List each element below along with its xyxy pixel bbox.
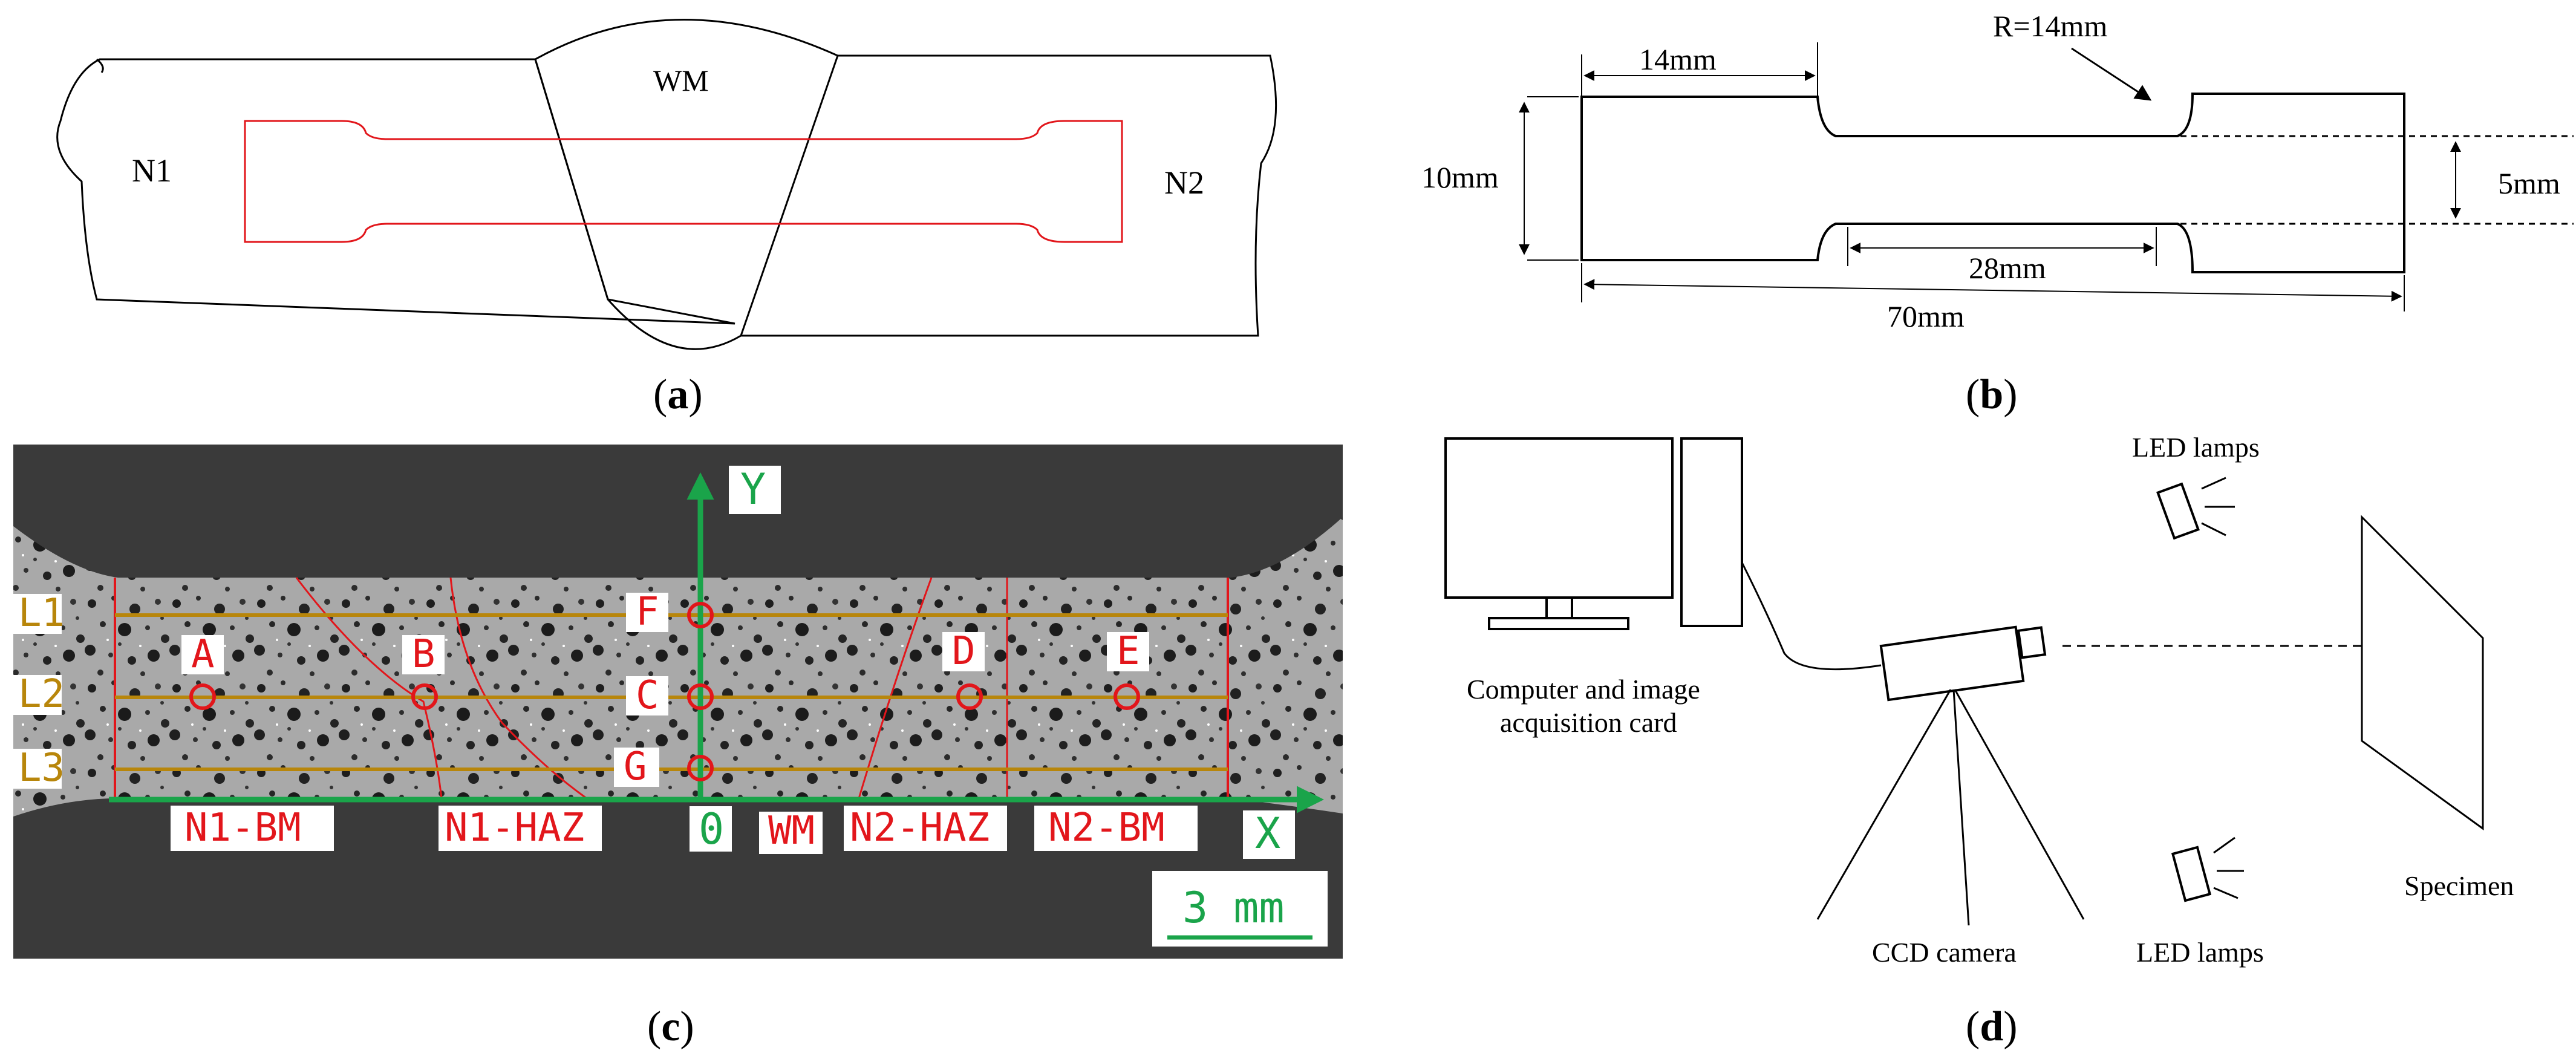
computer-tower-icon	[1680, 437, 1743, 627]
led-lamp-top-icon	[2156, 477, 2235, 540]
dim-70mm: 70mm	[1887, 299, 1965, 333]
specimen-label: Specimen	[2404, 870, 2514, 901]
led-bottom-label: LED lamps	[2136, 937, 2264, 968]
point-a: A	[181, 632, 224, 710]
svg-text:F: F	[636, 590, 659, 634]
axis-x-label: X	[1255, 809, 1280, 858]
computer-label-line1: Computer and image	[1467, 674, 1700, 705]
caption-c: (c)	[647, 1003, 694, 1050]
caption-a: (a)	[653, 371, 703, 418]
n1-label: N1	[132, 152, 172, 189]
camera-cable	[1741, 562, 1882, 671]
point-e: E	[1107, 629, 1149, 710]
plate-right	[741, 54, 1277, 337]
tensile-specimen-outline	[244, 120, 1123, 243]
specimen-photo	[13, 517, 1343, 816]
plate-outline	[56, 58, 735, 325]
svg-text:A: A	[191, 632, 215, 677]
wm-label: WM	[653, 64, 709, 97]
panel-c: L1 L2 L3 Y X 0 A B F C	[13, 445, 1343, 1050]
point-b: B	[402, 632, 445, 710]
specimen-plane	[2361, 515, 2484, 830]
scale-bar-box	[1152, 871, 1328, 947]
caption-d: (d)	[1966, 1003, 2018, 1050]
dim-10mm: 10mm	[1421, 160, 1499, 194]
led-lamp-bottom-icon	[2171, 836, 2244, 902]
computer-label-line2: acquisition card	[1500, 707, 1677, 738]
label-l1: L1	[18, 591, 65, 636]
point-d: D	[942, 629, 985, 710]
ccd-camera-icon	[1816, 625, 2085, 926]
caption-b: (b)	[1966, 371, 2018, 418]
panel-d: Computer and image acquisition card CCD …	[1444, 432, 2514, 1050]
origin-label: 0	[699, 804, 724, 854]
zone-wm: WM	[768, 809, 815, 853]
point-f: F	[626, 590, 714, 634]
svg-text:C: C	[636, 673, 659, 718]
axis-y-label: Y	[740, 464, 766, 514]
svg-text:G: G	[624, 745, 647, 789]
svg-text:D: D	[952, 629, 976, 674]
zone-n2-haz: N2-HAZ	[850, 806, 990, 850]
dim-28mm: 28mm	[1969, 251, 2046, 285]
svg-text:B: B	[412, 632, 435, 677]
label-l2: L2	[18, 672, 65, 717]
led-top-label: LED lamps	[2132, 432, 2260, 463]
dim-14mm: 14mm	[1639, 42, 1717, 76]
svg-text:E: E	[1117, 629, 1140, 674]
zone-n1-haz: N1-HAZ	[445, 806, 584, 850]
point-g: G	[614, 745, 714, 789]
panel-a: WM N1 N2 (a)	[56, 19, 1277, 418]
point-c: C	[626, 673, 714, 718]
weld-metal-outline	[534, 19, 839, 350]
zone-n1-bm: N1-BM	[184, 806, 301, 850]
dim-radius: R=14mm	[1993, 9, 2107, 43]
camera-label: CCD camera	[1872, 937, 2017, 968]
scale-bar-label: 3 mm	[1182, 883, 1285, 933]
n2-label: N2	[1164, 165, 1204, 201]
specimen-profile	[1580, 93, 2405, 273]
panel-b: 14mm R=14mm 10mm 5mm 28mm 70mm (b)	[1421, 9, 2574, 418]
dim-5mm: 5mm	[2498, 166, 2560, 200]
monitor-icon	[1444, 437, 1674, 599]
label-l3: L3	[18, 746, 65, 790]
zone-n2-bm: N2-BM	[1048, 806, 1165, 850]
